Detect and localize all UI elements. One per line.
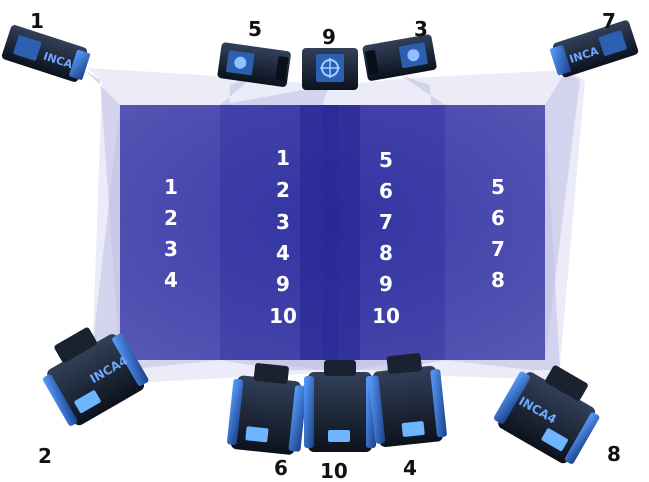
zone-overlay-middle [300,105,360,360]
camera-8: INCA4 [493,365,600,464]
zone-center-left-number: 10 [269,304,297,328]
camera-3 [362,34,437,81]
zone-right-number: 8 [491,268,505,292]
zone-left-number: 1 [164,175,178,199]
zone-center-right-number: 7 [379,210,393,234]
zone-center-right-number: 5 [379,148,393,172]
camera-5 [217,42,291,87]
camera-label-7: 7 [602,9,616,33]
camera-label-8: 8 [607,442,621,466]
zone-right-number: 6 [491,206,505,230]
camera-label-5: 5 [248,17,262,41]
camera-1: INCA [1,25,91,82]
camera-2: INCA4 [42,327,149,426]
camera-label-2: 2 [38,444,52,468]
camera-label-1: 1 [30,9,44,33]
zone-center-left-numbers: 1 2 3 4 9 10 [269,146,297,328]
zone-center-right-numbers: 5 6 7 8 9 10 [372,148,400,328]
camera-labels: 1 5 9 3 7 2 6 10 4 8 [30,9,621,482]
camera-9 [302,48,358,90]
zone-overlay-center-right [322,105,445,360]
zone-center-left-number: 2 [276,178,290,202]
camera-label-9: 9 [322,25,336,49]
camera-label-3: 3 [414,17,428,41]
zone-right-number: 5 [491,175,505,199]
zone-center-right-number: 10 [372,304,400,328]
camera-label-6: 6 [274,456,288,480]
projection-surface [120,105,545,360]
zone-center-left-number: 1 [276,146,290,170]
camera-7: INCA [549,20,639,78]
zone-left-numbers: 1 2 3 4 [164,175,178,292]
zone-center-right-number: 6 [379,179,393,203]
zone-right-number: 7 [491,237,505,261]
zone-overlay-center-left [220,105,338,360]
camera-10 [304,360,376,452]
zone-left-number: 4 [164,268,178,292]
zone-center-left-number: 3 [276,210,290,234]
zone-center-left-number: 9 [276,272,290,296]
camera-label-4: 4 [403,456,417,480]
zone-center-right-number: 9 [379,272,393,296]
camera-6 [227,363,307,455]
camera-label-10: 10 [320,459,348,482]
zone-center-right-number: 8 [379,241,393,265]
zone-right-numbers: 5 6 7 8 [491,175,505,292]
camera-4 [368,353,447,447]
zone-center-left-number: 4 [276,241,290,265]
zone-left-number: 2 [164,206,178,230]
zone-left-number: 3 [164,237,178,261]
